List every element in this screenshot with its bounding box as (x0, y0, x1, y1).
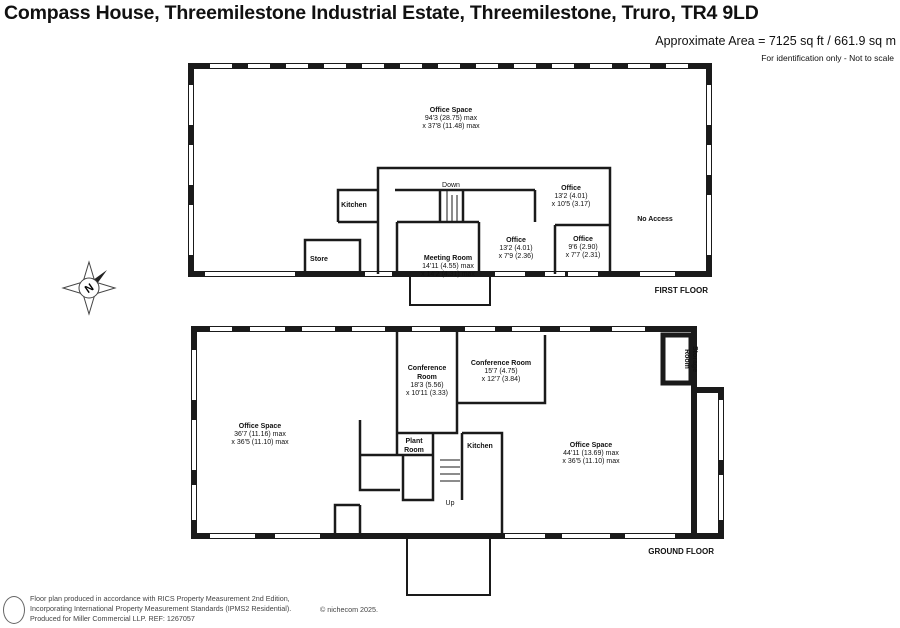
gf-office-space-east-dim2: x 36'5 (11.10) max (562, 458, 620, 465)
gf-office-space-west-dim2: x 36'5 (11.10) max (231, 439, 289, 446)
gf-conference-room-a-dim1: 18'3 (5.56) (410, 382, 443, 389)
gf-conference-room-a-dim2: x 10'11 (3.33) (406, 390, 448, 397)
ff-office-b-dim2: x 10'5 (3.17) (552, 201, 591, 208)
gf-conference-room-b-name: Conference Room (471, 360, 531, 367)
ff-office-space-dim2: x 37'8 (11.48) max (422, 123, 480, 130)
gf-stairs-up-label: Up (446, 500, 455, 507)
ff-office-space-dim1: 94'3 (28.75) max (425, 115, 478, 122)
ff-no-access-label: No Access (637, 216, 673, 223)
gf-office-space-west-name: Office Space (239, 423, 282, 430)
compass-icon: N (61, 260, 117, 316)
copyright: © nichecom 2025. (320, 605, 379, 614)
first-floor-label: FIRST FLOOR (655, 286, 709, 295)
ff-office-c-name: Office (573, 236, 593, 243)
gf-storage-room-name: Storage (691, 346, 698, 372)
ground-floor-plan (191, 326, 724, 596)
ff-office-space-name: Office Space (430, 107, 473, 114)
footer-line-1: Floor plan produced in accordance with R… (30, 594, 290, 603)
ff-office-b-dim1: 13'2 (4.01) (554, 193, 587, 200)
first-floor-plan (188, 63, 712, 306)
footer-line-3: Produced for Miller Commercial LLP. REF:… (30, 614, 195, 623)
gf-office-space-east-name: Office Space (570, 442, 613, 449)
gf-office-space-west-dim1: 36'7 (11.16) max (234, 431, 286, 438)
gf-storage-room-name2: Room (683, 349, 690, 369)
ground-floor-label: GROUND FLOOR (648, 547, 714, 556)
gf-plant-room-name2: Room (404, 447, 424, 454)
ff-office-a-dim2: x 7'9 (2.36) (499, 253, 534, 260)
ff-kitchen-name: Kitchen (341, 202, 367, 209)
ff-stairs-down-label: Down (442, 182, 460, 189)
ff-office-b-name: Office (561, 185, 581, 192)
ff-meeting-room-dim1: 14'11 (4.55) max (422, 263, 474, 270)
identification-note: For identification only - Not to scale (761, 53, 894, 63)
footer-notes: Floor plan produced in accordance with R… (30, 594, 291, 624)
ff-office-a-name: Office (506, 237, 526, 244)
gf-conference-room-a-name2: Room (417, 374, 437, 381)
info-person-icon (3, 596, 25, 624)
gf-plant-room-name: Plant (405, 438, 423, 445)
ff-meeting-room-dim2: x 14'2 (4.31) max (421, 271, 475, 278)
gf-kitchen-name: Kitchen (467, 443, 493, 450)
ff-office-c-dim2: x 7'7 (2.31) (566, 252, 601, 259)
ff-meeting-room-name: Meeting Room (424, 255, 472, 262)
gf-conference-room-a-name: Conference (408, 365, 447, 372)
gf-conference-room-b-dim2: x 12'7 (3.84) (482, 376, 521, 383)
gf-conference-room-b-dim1: 15'7 (4.75) (484, 368, 517, 375)
ff-store-name: Store (310, 256, 328, 263)
gf-office-space-east-dim1: 44'11 (13.69) max (563, 450, 619, 457)
ff-office-a-dim1: 13'2 (4.01) (499, 245, 532, 252)
approximate-area: Approximate Area = 7125 sq ft / 661.9 sq… (655, 34, 896, 48)
ff-office-c-dim1: 9'6 (2.90) (568, 244, 597, 251)
page-title: Compass House, Threemilestone Industrial… (4, 2, 759, 24)
footer-line-2: Incorporating International Property Mea… (30, 604, 292, 613)
